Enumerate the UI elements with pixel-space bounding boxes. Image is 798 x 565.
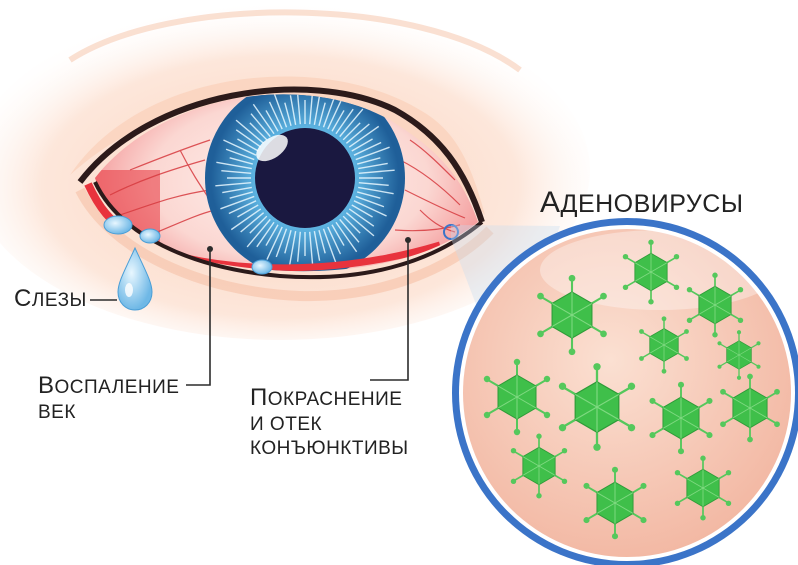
redness-line3: конъюнктивы — [250, 437, 409, 461]
tears-initial: С — [14, 285, 32, 312]
redness-initial: П — [250, 384, 268, 411]
eyelid-line1: оспаление — [55, 377, 180, 398]
adenoviruses-title: Аденовирусы — [540, 184, 743, 222]
eyelid-line2: век — [38, 401, 179, 425]
redness-line2: и отек — [250, 413, 409, 437]
magnified-view — [452, 218, 798, 565]
eyelid-initial: В — [38, 372, 55, 399]
eyelid-inflammation-label: Воспаление век — [38, 371, 179, 425]
tears-label: Слезы — [14, 284, 87, 314]
redness-line1: окраснение — [268, 389, 403, 410]
title-initial: А — [540, 186, 561, 219]
conjunctiva-redness-label: Покраснение и отек конъюнктивы — [250, 383, 409, 461]
title-rest: деновирусы — [561, 190, 744, 218]
tears-rest: лезы — [32, 290, 87, 311]
